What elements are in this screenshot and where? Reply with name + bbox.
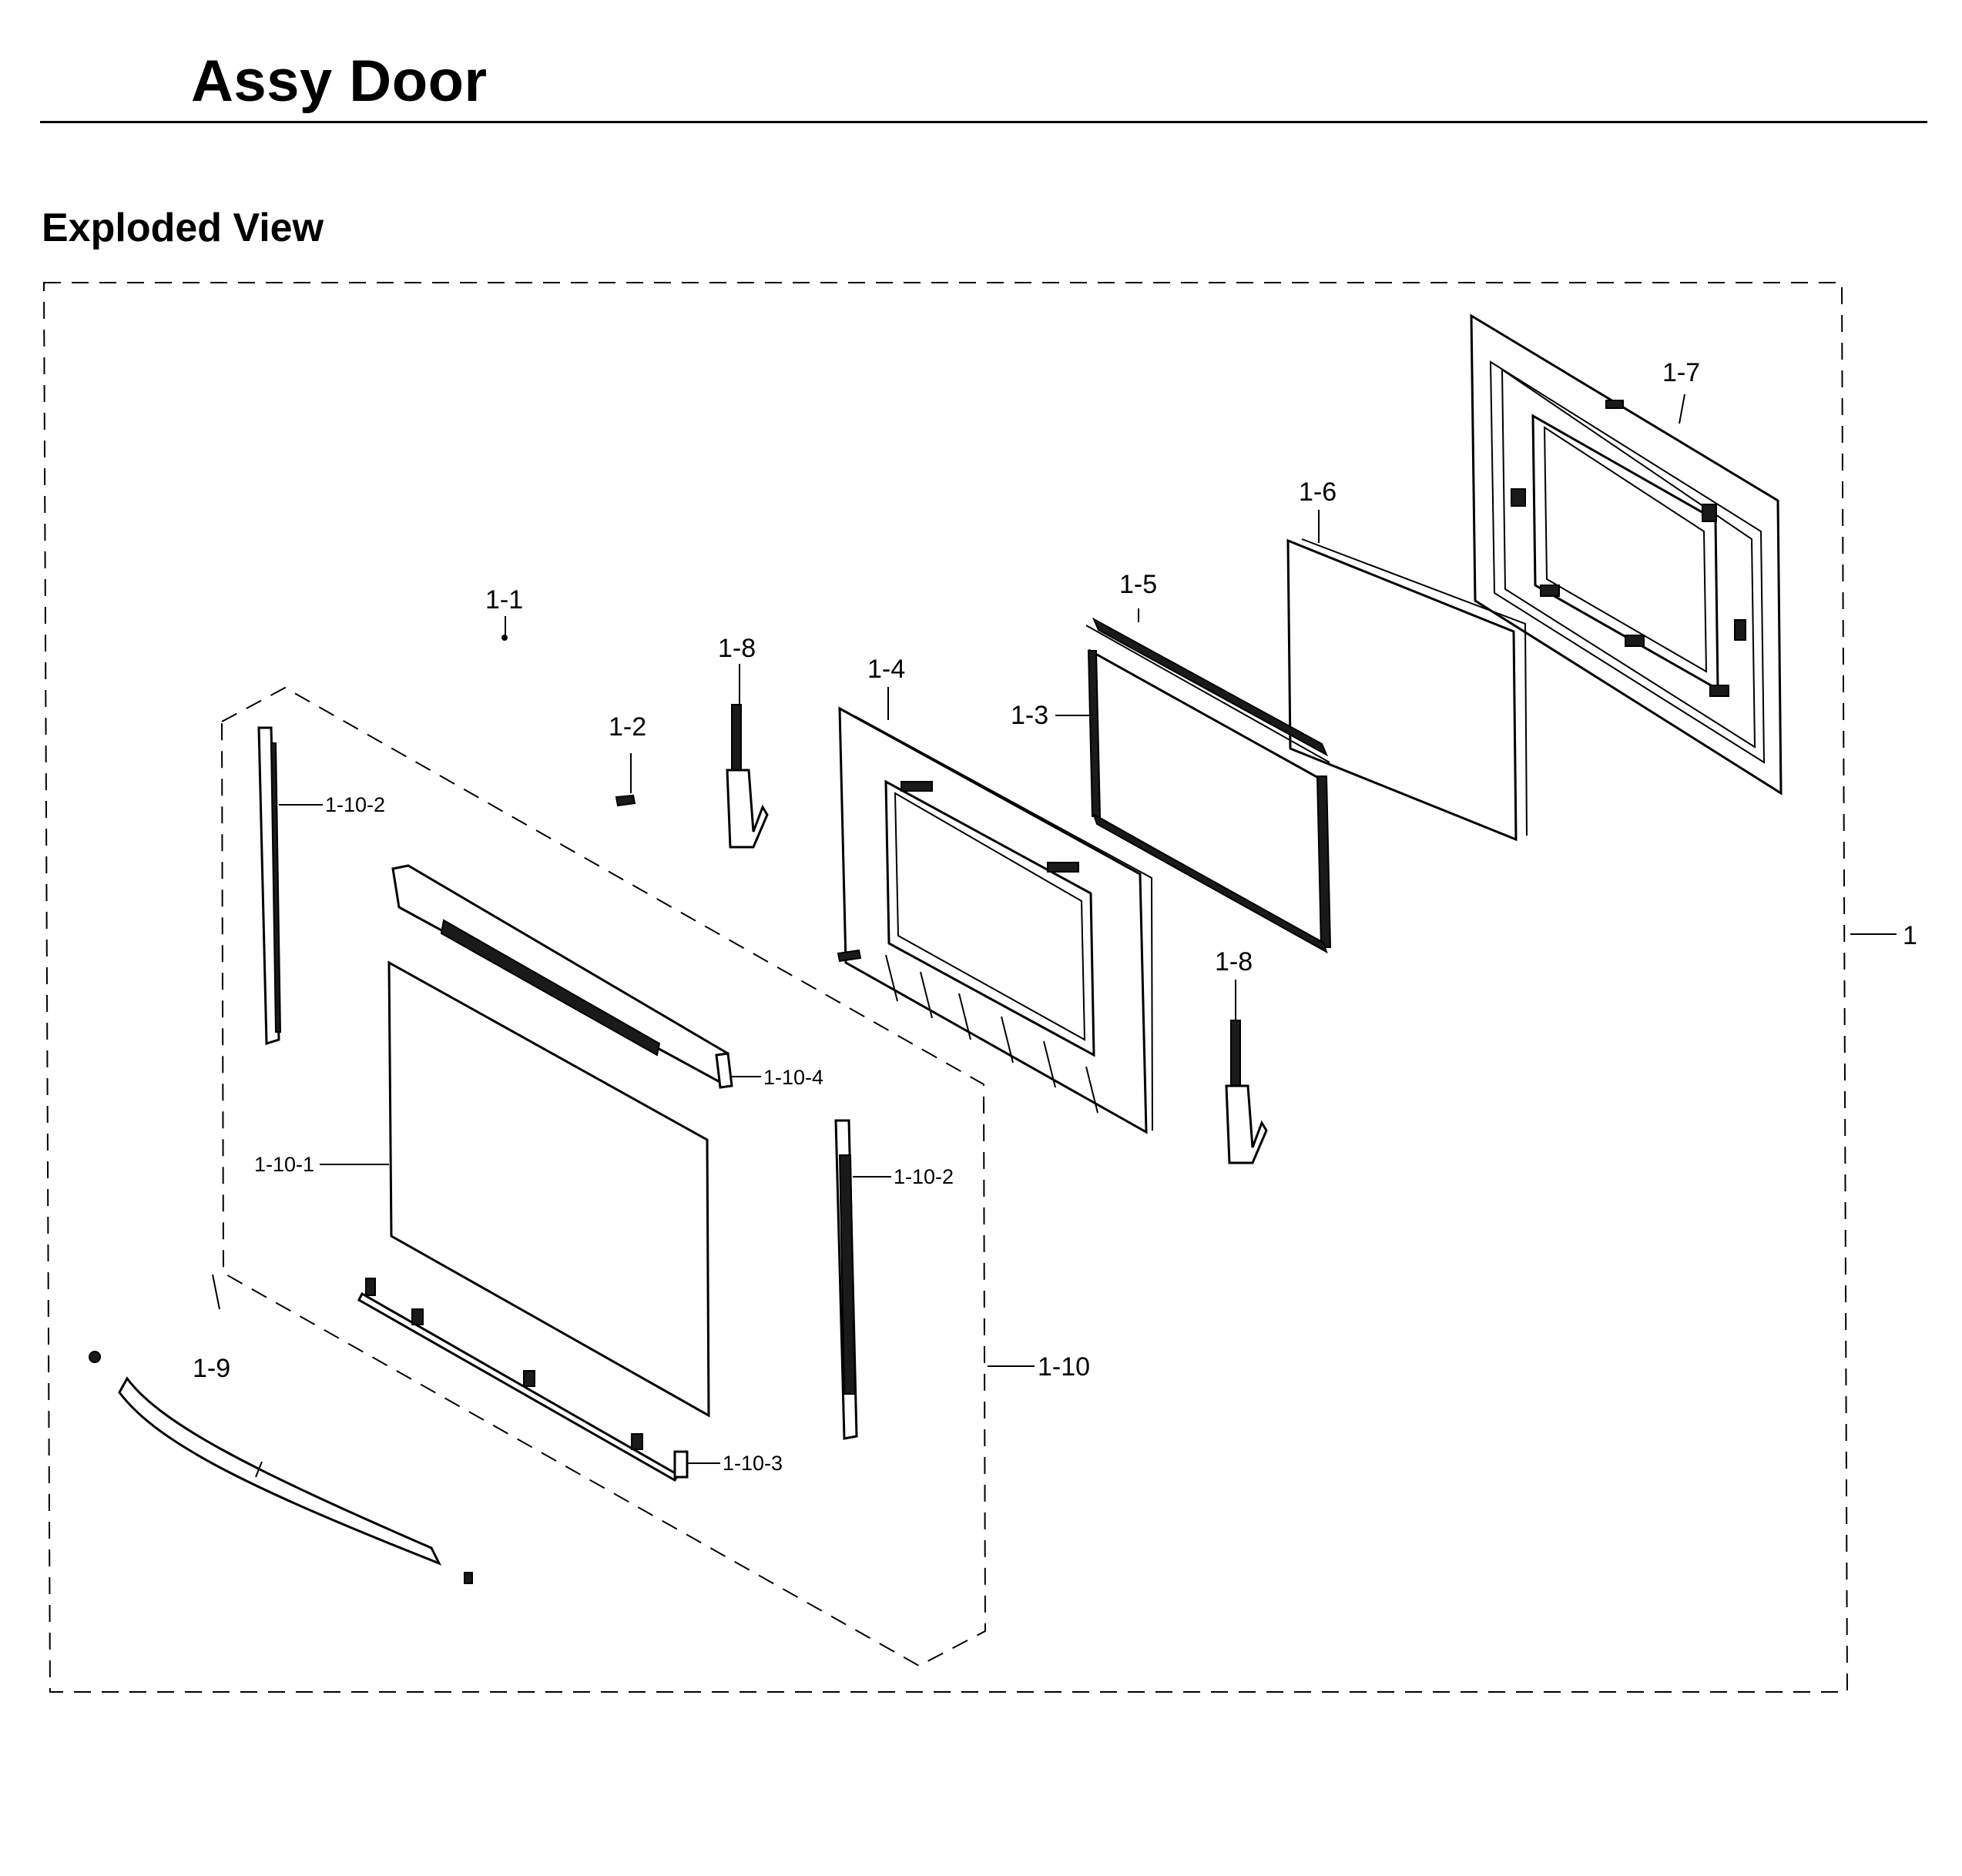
part-top-trim (391, 864, 733, 1089)
part-glass (1286, 538, 1528, 842)
callout-1-9: 1-9 (193, 1354, 230, 1383)
part-glass-bracket (1085, 617, 1332, 954)
part-handle (89, 1351, 473, 1584)
callout-1-4: 1-4 (867, 655, 905, 684)
callout-1-1: 1-1 (485, 585, 523, 615)
callout-1-10-1: 1-10-1 (254, 1153, 314, 1176)
callout-1-10-3: 1-10-3 (723, 1452, 783, 1475)
callout-1-8-lower: 1-8 (1215, 947, 1253, 977)
part-outer-glass (387, 960, 710, 1418)
callout-1-10-4: 1-10-4 (763, 1066, 823, 1089)
callout-1-10-2-left: 1-10-2 (325, 793, 385, 816)
callout-1-6: 1-6 (1299, 477, 1337, 507)
subassembly-boundary (220, 686, 987, 1667)
callout-1-7: 1-7 (1662, 358, 1700, 387)
page-title: Assy Door (191, 49, 488, 114)
part-pin (615, 794, 636, 807)
part-inner-panel (837, 706, 1153, 1134)
part-side-trim-left (257, 726, 280, 1046)
part-side-trim-left-edge (270, 742, 282, 1033)
callout-1-10: 1-10 (1038, 1352, 1090, 1382)
callout-1-10-2-right: 1-10-2 (894, 1165, 954, 1188)
leader-lines (212, 394, 1897, 1464)
part-hinge-upper (726, 704, 769, 849)
part-rear-frame (1470, 313, 1783, 796)
part-bottom-trim (357, 1278, 689, 1482)
title-divider (40, 121, 1927, 123)
callout-1: 1 (1903, 921, 1917, 950)
callout-1-5: 1-5 (1119, 570, 1157, 599)
callout-1-3: 1-3 (1011, 701, 1048, 730)
assembly-boundary (42, 282, 1849, 1693)
callout-1-2: 1-2 (609, 712, 646, 742)
section-heading: Exploded View (42, 206, 324, 250)
part-side-trim-right-edge (838, 1154, 857, 1395)
part-hinge-lower (1225, 1020, 1268, 1164)
callout-1-8-upper: 1-8 (718, 634, 756, 663)
vent-slots (885, 954, 1098, 1114)
